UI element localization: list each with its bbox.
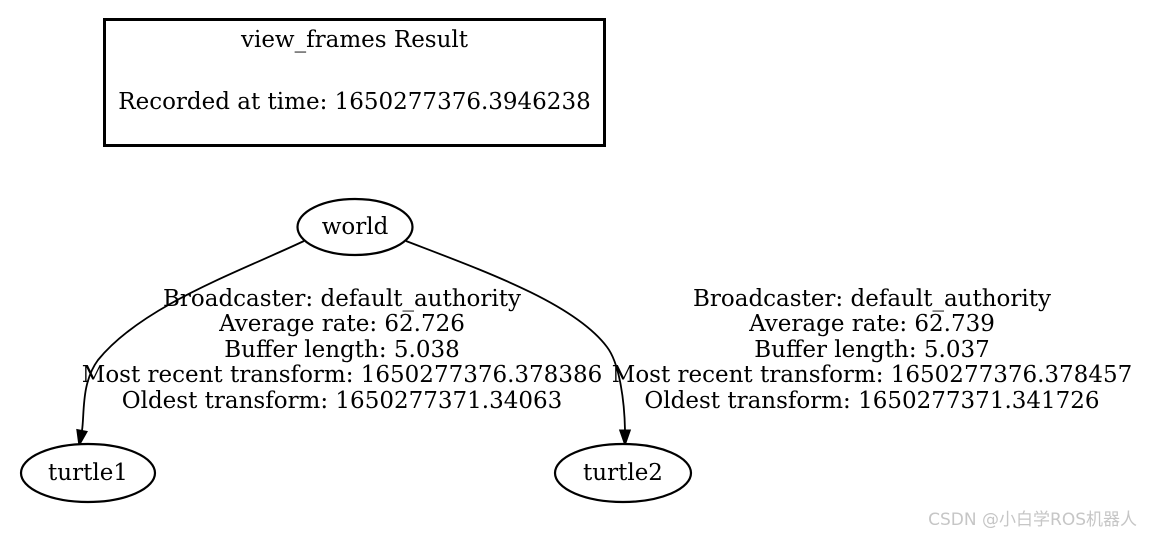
edge-world-turtle2-path — [405, 240, 626, 431]
edge-label-line-average-rate: Average rate: 62.739 — [749, 311, 995, 338]
node-label-turtle2: turtle2 — [583, 460, 663, 486]
edge-label-line-broadcaster: Broadcaster: default_authority — [693, 286, 1051, 312]
edge-label-line-most-recent-transform: Most recent transform: 1650277376.378457 — [611, 362, 1133, 389]
edge-label-line-oldest-transform: Oldest transform: 1650277371.34063 — [121, 387, 563, 414]
edge-label-line-most-recent-transform: Most recent transform: 1650277376.378386 — [81, 362, 603, 389]
node-world-ellipse — [296, 197, 414, 257]
view-frames-title: view_frames Result — [240, 27, 469, 53]
edge-world-turtle1-arrowhead-icon — [76, 428, 88, 448]
edge-label-line-buffer-length: Buffer length: 5.038 — [224, 336, 460, 363]
node-turtle2-ellipse — [553, 442, 693, 504]
edge-world-turtle1-path — [81, 240, 305, 431]
csdn-watermark: CSDN @小白学ROS机器人 — [928, 510, 1137, 530]
edge-label-world-turtle1: Broadcaster: default_authority Average r… — [42, 286, 642, 414]
node-label-turtle1: turtle1 — [48, 460, 128, 486]
edge-label-line-oldest-transform: Oldest transform: 1650277371.341726 — [644, 387, 1100, 414]
view-frames-result-box: view_frames Result Recorded at time: 165… — [103, 18, 606, 147]
edge-label-line-broadcaster: Broadcaster: default_authority — [163, 286, 521, 312]
edge-label-line-average-rate: Average rate: 62.726 — [219, 311, 465, 338]
edge-world-turtle2-arrowhead-icon — [618, 429, 632, 448]
node-turtle1-ellipse — [19, 442, 157, 504]
node-label-world: world — [321, 214, 389, 240]
edge-label-line-buffer-length: Buffer length: 5.037 — [754, 336, 990, 363]
edge-label-world-turtle2: Broadcaster: default_authority Average r… — [572, 286, 1151, 414]
recorded-at-time-text: Recorded at time: 1650277376.3946238 — [118, 89, 591, 115]
